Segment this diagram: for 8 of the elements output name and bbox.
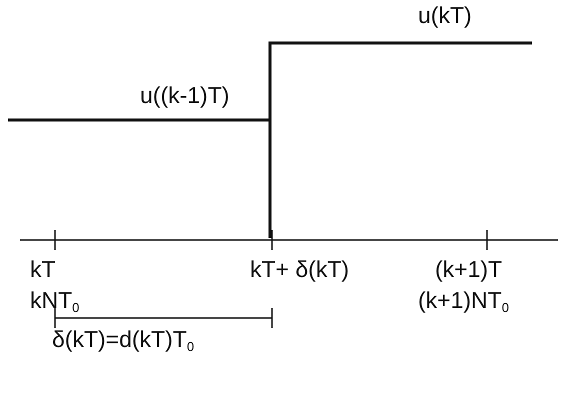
time-label: kT (30, 256, 56, 282)
signal-label: u(kT) (418, 2, 472, 28)
time-label: (k+1)T (435, 256, 502, 282)
time-label: kNT$_{0}$ (30, 287, 80, 317)
time-label: (k+1)NT$_{0}$ (418, 287, 509, 317)
time-label: kT+ δ(kT) (250, 256, 350, 282)
signal-label: u((k-1)T) (140, 82, 230, 108)
dimension-label: δ(kT)=d(kT)T$_{0}$ (52, 326, 194, 356)
